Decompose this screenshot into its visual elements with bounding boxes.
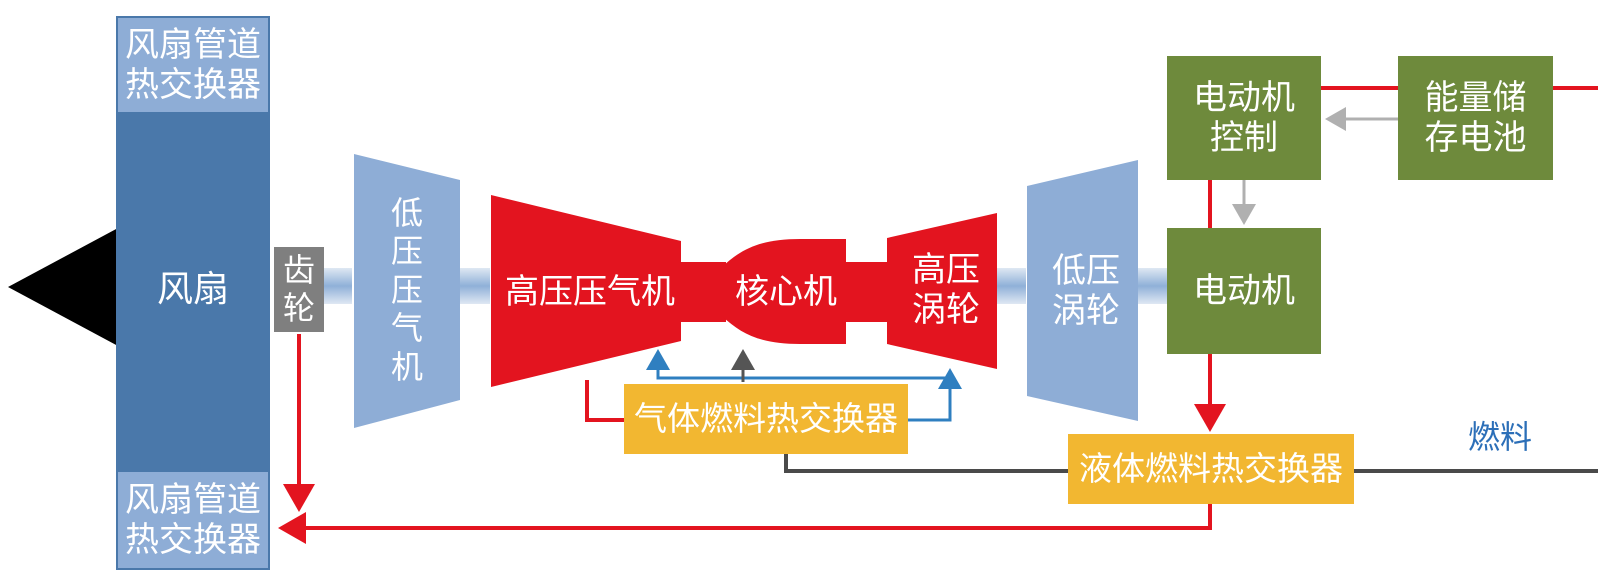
hpt-shape bbox=[887, 213, 997, 369]
fuel-label: 燃料 bbox=[1467, 418, 1532, 457]
fan-label: 风扇 bbox=[156, 268, 229, 310]
liquid-fuel-hx-label: 液体燃料热交换器 bbox=[1079, 448, 1343, 488]
lfhx-to-fan-line bbox=[278, 496, 1212, 544]
gas-fuel-hx-label: 气体燃料热交换器 bbox=[634, 398, 898, 438]
motor-control-label: 电动机 控制 bbox=[1193, 77, 1295, 158]
motor-box bbox=[1167, 228, 1321, 354]
shaft-hpt-lpt bbox=[996, 268, 1026, 304]
fan-duct-hx-top-box bbox=[118, 18, 268, 112]
fan-duct-hx-bottom-box bbox=[118, 472, 268, 568]
lpc-shape bbox=[354, 154, 460, 428]
shaft-lpc-hpc bbox=[460, 268, 490, 304]
lpt-label: 低压 涡轮 bbox=[1052, 250, 1120, 331]
nose-cone bbox=[8, 228, 118, 346]
motor-control-box bbox=[1167, 56, 1321, 180]
hpc-to-gfhx-line bbox=[585, 380, 624, 422]
core-label: 核心机 bbox=[735, 271, 837, 312]
fan-duct-hx-top-label: 风扇管道 热交换器 bbox=[125, 24, 261, 105]
hpc-shape bbox=[491, 195, 681, 387]
core-hpt-link bbox=[842, 262, 890, 322]
gas-fuel-hx-box bbox=[624, 384, 908, 454]
battery-label: 能量储 存电池 bbox=[1424, 77, 1527, 158]
shaft-gear-lpc bbox=[322, 268, 352, 304]
gear-box bbox=[274, 247, 324, 332]
shaft-lpt-motor bbox=[1133, 268, 1168, 304]
core-shape bbox=[722, 239, 846, 344]
motor-label: 电动机 bbox=[1193, 270, 1295, 311]
hpt-label: 高压 涡轮 bbox=[912, 249, 980, 330]
lpt-shape bbox=[1027, 160, 1138, 421]
liquid-fuel-hx-box bbox=[1068, 434, 1354, 504]
fan-duct-hx-bottom-label: 风扇管道 热交换器 bbox=[125, 479, 261, 560]
hpc-label: 高压压气机 bbox=[505, 271, 675, 312]
gfhx-blue-top bbox=[646, 349, 948, 380]
lpc-label: 低 压 压 气 机 bbox=[390, 194, 423, 386]
gear-label: 齿 轮 bbox=[282, 250, 315, 327]
battery-box bbox=[1398, 56, 1553, 180]
gfhx-blue-loop bbox=[908, 368, 962, 422]
hpc-core-link bbox=[678, 262, 726, 322]
